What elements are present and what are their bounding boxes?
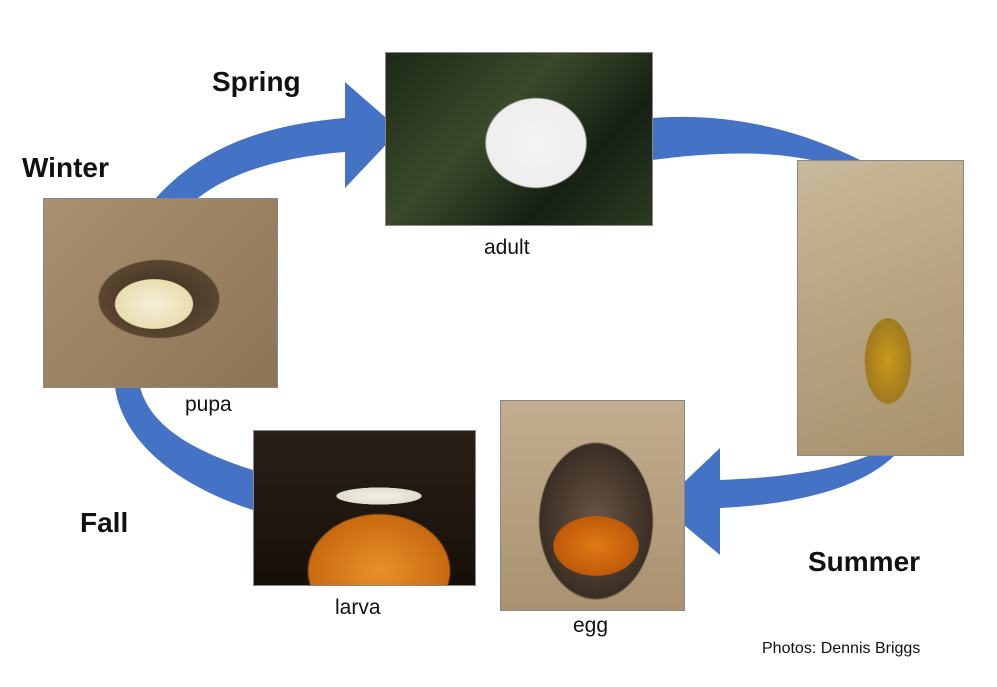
nest-photo (797, 160, 964, 456)
arrow-fall-to-winter (115, 387, 253, 510)
photo-credit: Photos: Dennis Briggs (762, 640, 921, 657)
season-label-summer: Summer (808, 546, 921, 577)
arrow-summer-to-egg (660, 448, 895, 555)
adult-photo (385, 52, 653, 226)
pupa-photo (43, 198, 278, 388)
arrow-winter-to-spring (150, 82, 400, 210)
season-label-spring: Spring (212, 66, 301, 97)
stage-label-egg: egg (573, 614, 609, 637)
season-label-winter: Winter (22, 152, 109, 183)
stage-label-larva: larva (335, 596, 381, 619)
stage-label-adult: adult (484, 236, 530, 259)
season-label-fall: Fall (80, 507, 129, 538)
arrow-spring-to-summer (652, 116, 860, 162)
stage-label-pupa: pupa (185, 393, 232, 416)
larva-photo (253, 430, 476, 586)
egg-photo (500, 400, 685, 611)
